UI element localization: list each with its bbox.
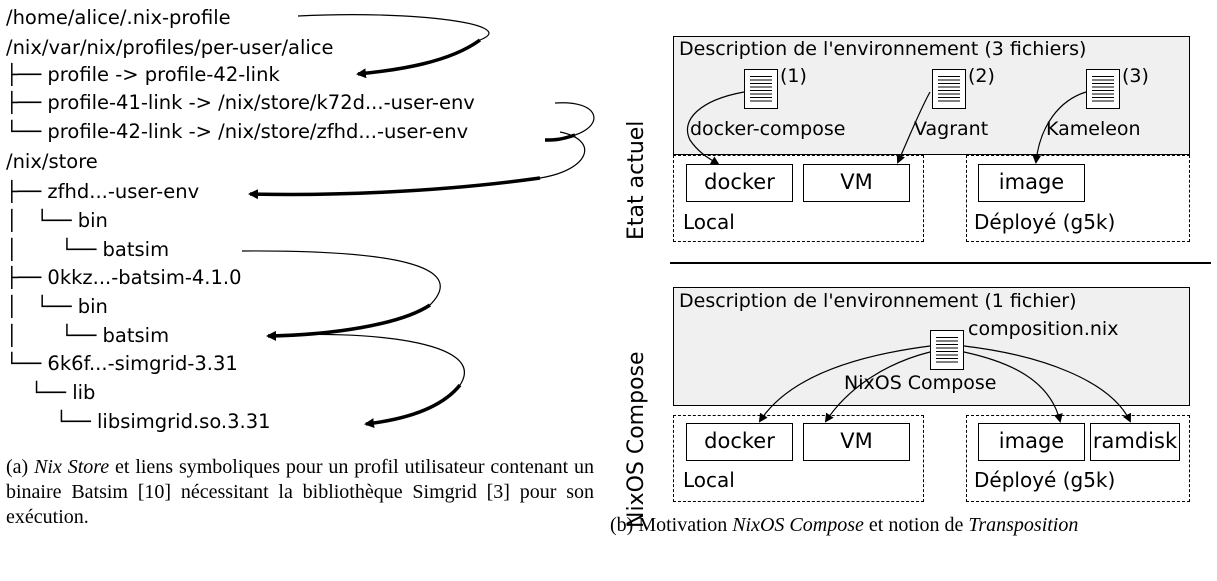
docker-box: docker: [686, 164, 793, 202]
caption-a-prefix: (a): [6, 456, 35, 478]
tree-line: /nix/var/nix/profiles/per-user/alice: [6, 36, 334, 59]
env-title: Description de l'environnement (1 fichie…: [679, 290, 1077, 312]
image-box: image: [978, 164, 1085, 202]
section-divider: [670, 262, 1211, 264]
arrow-nix-profile: [297, 14, 490, 41]
arrow-libsimgrid: [267, 333, 465, 386]
symlink-arrows: [241, 14, 595, 429]
file-icon: [744, 69, 778, 109]
tree-line: └── profile-42-link -> /nix/store/zfhd..…: [6, 120, 469, 143]
file-icon: [932, 69, 966, 109]
tool-label: NixOS Compose: [844, 372, 997, 394]
docker-box: docker: [686, 423, 793, 461]
file-icon: [1086, 69, 1120, 109]
ramdisk-box: ramdisk: [1090, 423, 1180, 461]
tree-line: ├── zfhd...-user-env: [6, 180, 200, 203]
tree-line: │ └── bin: [6, 209, 108, 232]
tree-line: ├── profile-41-link -> /nix/store/k72d..…: [6, 91, 475, 114]
caption-a-text: et liens symboliques pour un profil util…: [6, 456, 595, 528]
tree-line: ├── 0kkz...-batsim-4.1.0: [6, 266, 242, 289]
tree-line: └── 6k6f...-simgrid-3.31: [6, 352, 238, 375]
file-icon: [930, 330, 964, 370]
tree-line: /home/alice/.nix-profile: [6, 6, 231, 29]
tool-label: docker-compose: [690, 118, 846, 140]
file-name: composition.nix: [968, 318, 1119, 340]
tree-line: /nix/store: [6, 150, 98, 173]
file-label: (1): [780, 65, 807, 87]
vm-box: VM: [803, 164, 910, 202]
tree-line: │ └── bin: [6, 295, 108, 318]
tool-label: Kameleon: [1046, 118, 1141, 140]
vm-box: VM: [803, 423, 910, 461]
image-box: image: [978, 423, 1085, 461]
deployed-label: Déployé (g5k): [974, 468, 1116, 492]
arrow-profile-42: [554, 102, 595, 136]
caption-a-emph: Nix Store: [34, 456, 110, 478]
tree-line: └── libsimgrid.so.3.31: [6, 410, 271, 433]
env-title: Description de l'environnement (3 fichie…: [679, 38, 1087, 60]
file-label: (2): [968, 65, 995, 87]
tool-label: Vagrant: [914, 118, 989, 140]
local-label: Local: [683, 210, 735, 234]
caption-b-emph2: Transposition: [968, 514, 1079, 536]
arrow-user-env: [539, 131, 586, 179]
tree-line: ├── profile -> profile-42-link: [6, 63, 280, 86]
tree-line: │ └── batsim: [6, 238, 170, 261]
caption-a: (a) Nix Store et liens symboliques pour …: [6, 455, 594, 530]
caption-b-emph1: NixOS Compose: [732, 514, 864, 536]
tree-line: │ └── batsim: [6, 324, 170, 347]
caption-b: (b) Motivation NixOS Compose et notion d…: [610, 513, 1205, 538]
arrow-batsim: [241, 250, 441, 306]
local-label: Local: [683, 468, 735, 492]
deployed-label: Déployé (g5k): [974, 210, 1116, 234]
file-label: (3): [1122, 65, 1149, 87]
caption-b-prefix: (b) Motivation: [610, 514, 733, 536]
caption-b-middle: et notion de: [863, 514, 969, 536]
tree-line: └── lib: [6, 381, 96, 404]
